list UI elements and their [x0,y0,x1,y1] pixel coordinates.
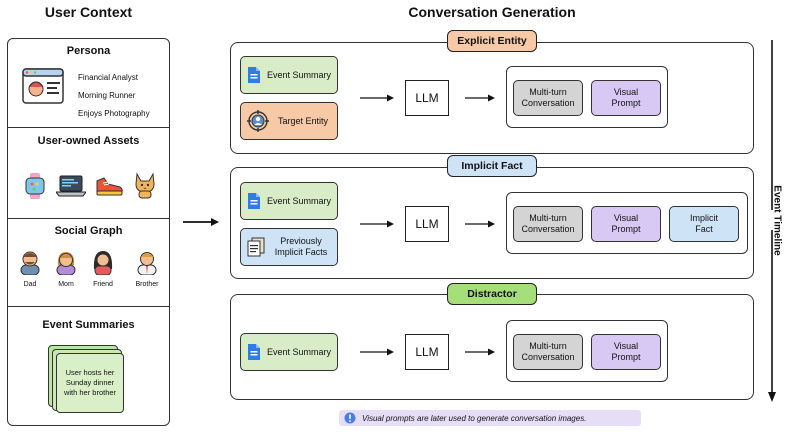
multi-turn-conversation-box-3: Multi-turn Conversation [513,334,583,370]
row3-output-arrow [465,348,495,356]
sneaker-icon [96,177,123,196]
persona-trait-1: Financial Analyst [78,73,139,82]
event-timeline-label: Event Timeline [771,184,783,256]
event-card-front: User hosts her Sunday dinner with her br… [56,353,124,413]
smartwatch-icon [25,173,45,199]
previously-implicit-facts-box: Previously Implicit Facts [240,228,338,266]
event-summary-label: Event Summary [266,346,332,357]
persona-trait-2: Morning Runner [78,91,136,100]
row1-input-arrow [360,94,394,102]
llm-box-1: LLM [405,80,449,116]
persona-title: Persona [66,45,111,57]
info-icon [344,412,356,424]
social-member-friend: Friend [93,281,113,288]
event-summary-label: Event Summary [266,195,332,206]
document-icon [248,344,260,360]
event-summaries-title: Event Summaries [42,319,135,331]
document-icon [248,67,260,83]
dad-avatar-icon [20,251,40,275]
documents-stack-icon [247,237,265,257]
note-text: Visual prompts are later used to generat… [362,413,587,423]
visual-prompt-box-2: Visual Prompt [591,206,661,242]
event-summary-box-1: Event Summary [240,56,338,94]
persona-divider [8,127,169,128]
row2-output-arrow [465,220,495,228]
laptop-icon [56,175,86,197]
event-timeline-label-wrap: Event Timeline [754,185,800,255]
event-card-text: User hosts her Sunday dinner with her br… [63,368,117,397]
multi-turn-conversation-box-2: Multi-turn Conversation [513,206,583,242]
row2-input-arrow [360,220,394,228]
event-summary-box-2: Event Summary [240,182,338,220]
visual-prompt-box-3: Visual Prompt [591,334,661,370]
target-person-icon [247,110,269,132]
social-member-brother: Brother [135,281,159,288]
conversation-generation-heading: Conversation Generation [408,4,576,20]
friend-avatar-icon [93,251,113,275]
previously-implicit-facts-label: Previously Implicit Facts [274,236,328,257]
cat-icon [135,172,155,199]
llm-box-3: LLM [405,334,449,370]
assets-title: User-owned Assets [37,135,140,147]
implicit-fact-output-box: Implicit Fact [669,206,739,242]
user-context-heading: User Context [44,4,133,20]
social-divider [8,306,169,307]
visual-prompt-note: Visual prompts are later used to generat… [339,410,641,426]
document-icon [248,193,260,209]
social-member-mom: Mom [58,281,74,288]
implicit-fact-tag: Implicit Fact [447,155,537,177]
social-member-dad: Dad [23,281,37,288]
event-summary-box-3: Event Summary [240,333,338,371]
event-summary-label: Event Summary [266,69,332,80]
distractor-tag: Distractor [447,283,537,305]
brother-avatar-icon [137,252,157,275]
social-graph-title: Social Graph [54,225,123,237]
assets-divider [8,218,169,219]
multi-turn-conversation-box-1: Multi-turn Conversation [513,80,583,116]
user-context-panel: Persona Financial Analyst Morning Runner… [7,38,170,426]
target-entity-box: Target Entity [240,102,338,140]
persona-trait-3: Enjoys Photography [78,109,150,118]
row3-input-arrow [360,348,394,356]
explicit-entity-tag: Explicit Entity [447,30,537,52]
visual-prompt-box-1: Visual Prompt [591,80,661,116]
llm-box-2: LLM [405,206,449,242]
row1-output-arrow [465,94,495,102]
profile-card-icon [22,68,64,104]
context-to-generation-arrow [183,218,219,226]
mom-avatar-icon [56,252,76,275]
target-entity-label: Target Entity [277,115,329,126]
